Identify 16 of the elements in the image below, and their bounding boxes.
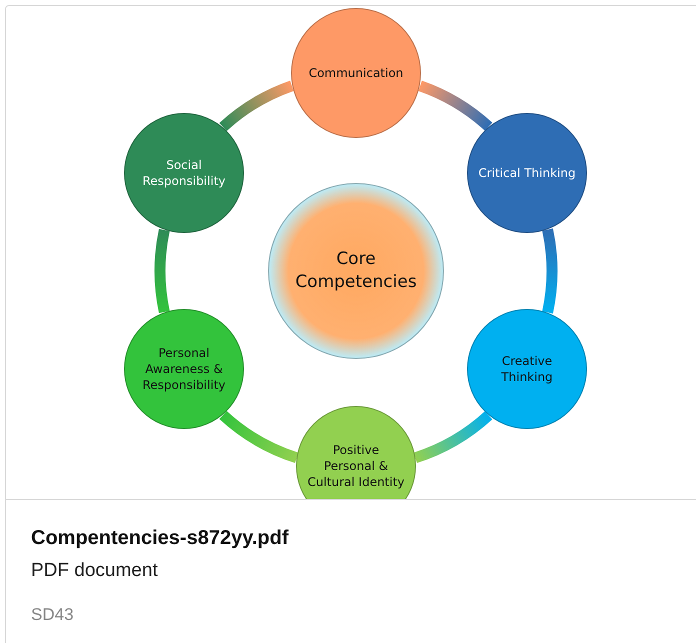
node-label: Positive Personal & Cultural Identity [306,442,406,490]
file-type: PDF document [31,560,158,582]
node-label: Creative Thinking [500,353,554,385]
ring-connector [220,410,299,463]
file-name: Compentencies-s872yy.pdf [31,527,288,550]
node-label: Social Responsibility [141,157,226,189]
ring-connector [542,228,558,314]
node-label: Personal Awareness & Responsibility [141,345,226,393]
node-label: Core Competencies [294,248,418,294]
ring-connector [413,411,492,463]
node-label: Communication [308,65,404,81]
ring-connector [220,80,294,132]
ring-connector [418,80,492,131]
source-text: SD43 [31,605,74,625]
ring-connector [154,229,170,313]
node-label: Critical Thinking [477,165,577,181]
